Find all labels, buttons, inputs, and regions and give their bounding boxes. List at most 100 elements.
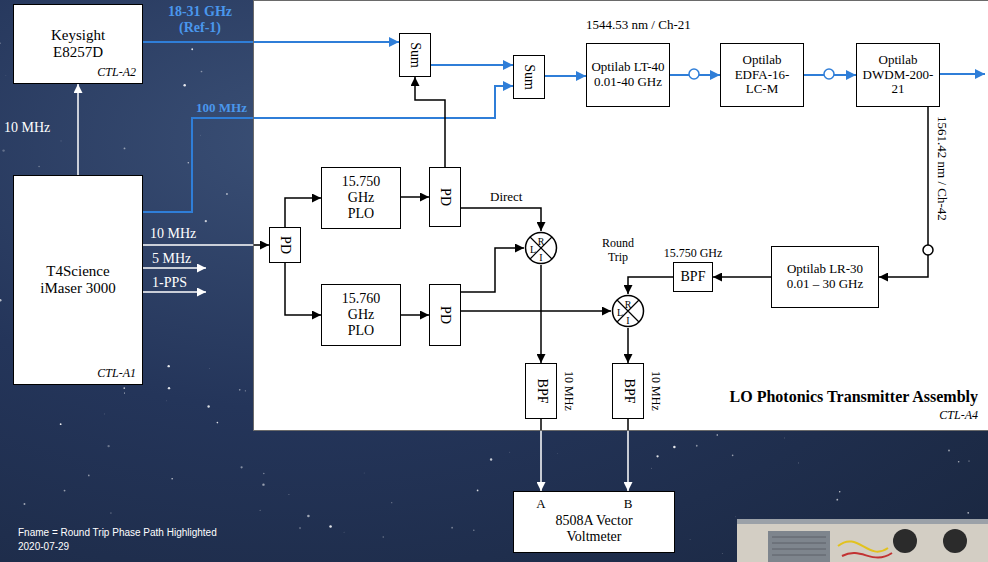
component-label: Sum bbox=[407, 42, 423, 68]
star-dot bbox=[735, 516, 737, 518]
signal-line bbox=[461, 208, 541, 231]
text-area: Sum bbox=[514, 56, 544, 98]
component-box: 15.750 GHz PLO bbox=[321, 167, 401, 229]
component-label: Optilab DWDM-200-21 bbox=[861, 53, 935, 98]
signal-line bbox=[540, 265, 542, 363]
date-note: 2020-07-29 bbox=[18, 541, 69, 553]
text-area: 15.760 GHz PLO bbox=[322, 285, 400, 345]
signal-line bbox=[461, 248, 524, 292]
text-area: PD bbox=[430, 285, 460, 345]
fiber-loop bbox=[824, 69, 834, 79]
star-dot bbox=[451, 527, 453, 529]
signal-label: 1-PPS bbox=[152, 276, 187, 290]
assembly-panel: LO Photonics Transmitter AssemblyCTL-A4S… bbox=[253, 0, 988, 431]
star-dot bbox=[307, 515, 310, 518]
component-label: T4Science iMaser 3000 bbox=[28, 263, 128, 298]
signal-label: 100 MHz bbox=[196, 101, 247, 114]
signal-line bbox=[77, 84, 79, 175]
signal-line bbox=[415, 77, 445, 167]
rf-optical-path bbox=[545, 75, 586, 77]
component-label: BPF bbox=[620, 379, 636, 404]
text-area: BPF bbox=[526, 364, 556, 418]
star-dot bbox=[836, 499, 838, 501]
star-dot bbox=[784, 437, 786, 439]
star-dot bbox=[166, 400, 168, 402]
text-area: Optilab LR-30 0.01 – 30 GHz bbox=[772, 247, 878, 307]
star-dot bbox=[239, 389, 241, 391]
star-dot bbox=[104, 413, 106, 415]
star-dot bbox=[732, 455, 734, 457]
mixer-symbol: RLI bbox=[611, 294, 645, 328]
star-dot bbox=[650, 467, 652, 469]
component-label: 15.750 GHz bbox=[664, 246, 723, 260]
signal-line bbox=[628, 277, 673, 294]
star-dot bbox=[168, 365, 170, 367]
star-dot bbox=[110, 512, 112, 514]
component-box: AB8508A Vector Voltmeter bbox=[513, 491, 675, 553]
star-dot bbox=[689, 539, 691, 541]
star-dot bbox=[798, 462, 800, 464]
component-box: T4Science iMaser 3000CTL-A1 bbox=[13, 175, 143, 385]
signal-line bbox=[627, 328, 629, 363]
signal-label: 1561.42 nm / Ch-42 bbox=[934, 116, 949, 221]
star-dot bbox=[38, 166, 40, 168]
fiber-loop bbox=[689, 69, 699, 79]
photo-rim bbox=[737, 519, 988, 524]
star-dot bbox=[207, 405, 209, 407]
port-letter: L bbox=[530, 244, 536, 255]
component-box: Sum bbox=[513, 55, 545, 99]
star-dot bbox=[183, 84, 185, 86]
text-holder: CTL-A2 bbox=[97, 62, 136, 80]
text-area: BPF bbox=[613, 364, 643, 418]
star-dot bbox=[329, 525, 332, 528]
line-label-holder: 100 MHz bbox=[196, 101, 247, 114]
signal-line bbox=[401, 314, 429, 316]
text-holder: A bbox=[536, 495, 545, 512]
wavelength-label: 1544.53 nm / Ch-21 bbox=[586, 18, 691, 33]
star-dot bbox=[201, 71, 203, 73]
port-letter: R bbox=[538, 236, 545, 247]
text-holder: CTL-A1 bbox=[97, 363, 136, 381]
component-label: PD bbox=[437, 306, 453, 324]
star-dot bbox=[64, 490, 66, 492]
star-dot bbox=[0, 299, 1, 301]
star-dot bbox=[245, 390, 246, 391]
label-holder: Fname = Round Trip Phase Path Highlighte… bbox=[18, 527, 217, 539]
component-label: Optilab LT-40 0.01-40 GHz bbox=[591, 60, 665, 90]
star-dot bbox=[477, 490, 479, 492]
star-dot bbox=[839, 491, 840, 492]
label-holder: 1544.53 nm / Ch-21 bbox=[586, 18, 691, 33]
component-label: BPF bbox=[681, 269, 706, 285]
assembly-photo bbox=[737, 519, 988, 562]
component-label: Optilab EDFA-16-LC-M bbox=[725, 53, 799, 98]
component-label: A bbox=[536, 496, 545, 511]
signal-line bbox=[285, 263, 321, 315]
star-dot bbox=[123, 387, 125, 389]
port-letter: I bbox=[626, 315, 629, 326]
star-dot bbox=[717, 434, 719, 436]
star-dot bbox=[473, 529, 474, 530]
power-supply bbox=[768, 531, 830, 562]
component-box: BPF10 MHz bbox=[525, 363, 557, 419]
output-stub bbox=[143, 291, 206, 293]
star-dot bbox=[188, 162, 190, 164]
star-dot bbox=[2, 149, 4, 151]
supply-grille bbox=[772, 537, 826, 555]
star-dot bbox=[171, 478, 172, 479]
text-area: Sum bbox=[400, 34, 430, 76]
text-holder: 10 MHz bbox=[560, 364, 576, 418]
star-dot bbox=[191, 48, 193, 50]
component-box: 15.750 GHzBPF bbox=[673, 262, 713, 292]
star-dot bbox=[60, 140, 62, 142]
label-holder: 5 MHz bbox=[152, 252, 191, 266]
component-box: PD bbox=[429, 167, 461, 227]
text-holder: L bbox=[530, 240, 536, 256]
fiber-loop bbox=[923, 245, 933, 255]
text-holder: 15.750 GHz bbox=[664, 243, 723, 261]
component-box: PD bbox=[269, 227, 301, 263]
text-holder: LO Photonics Transmitter Assembly bbox=[730, 388, 978, 406]
component-box: 15.760 GHz PLO bbox=[321, 284, 401, 346]
star-dot bbox=[5, 75, 7, 77]
port-letter: I bbox=[539, 252, 542, 263]
mixer-circle bbox=[613, 296, 644, 327]
